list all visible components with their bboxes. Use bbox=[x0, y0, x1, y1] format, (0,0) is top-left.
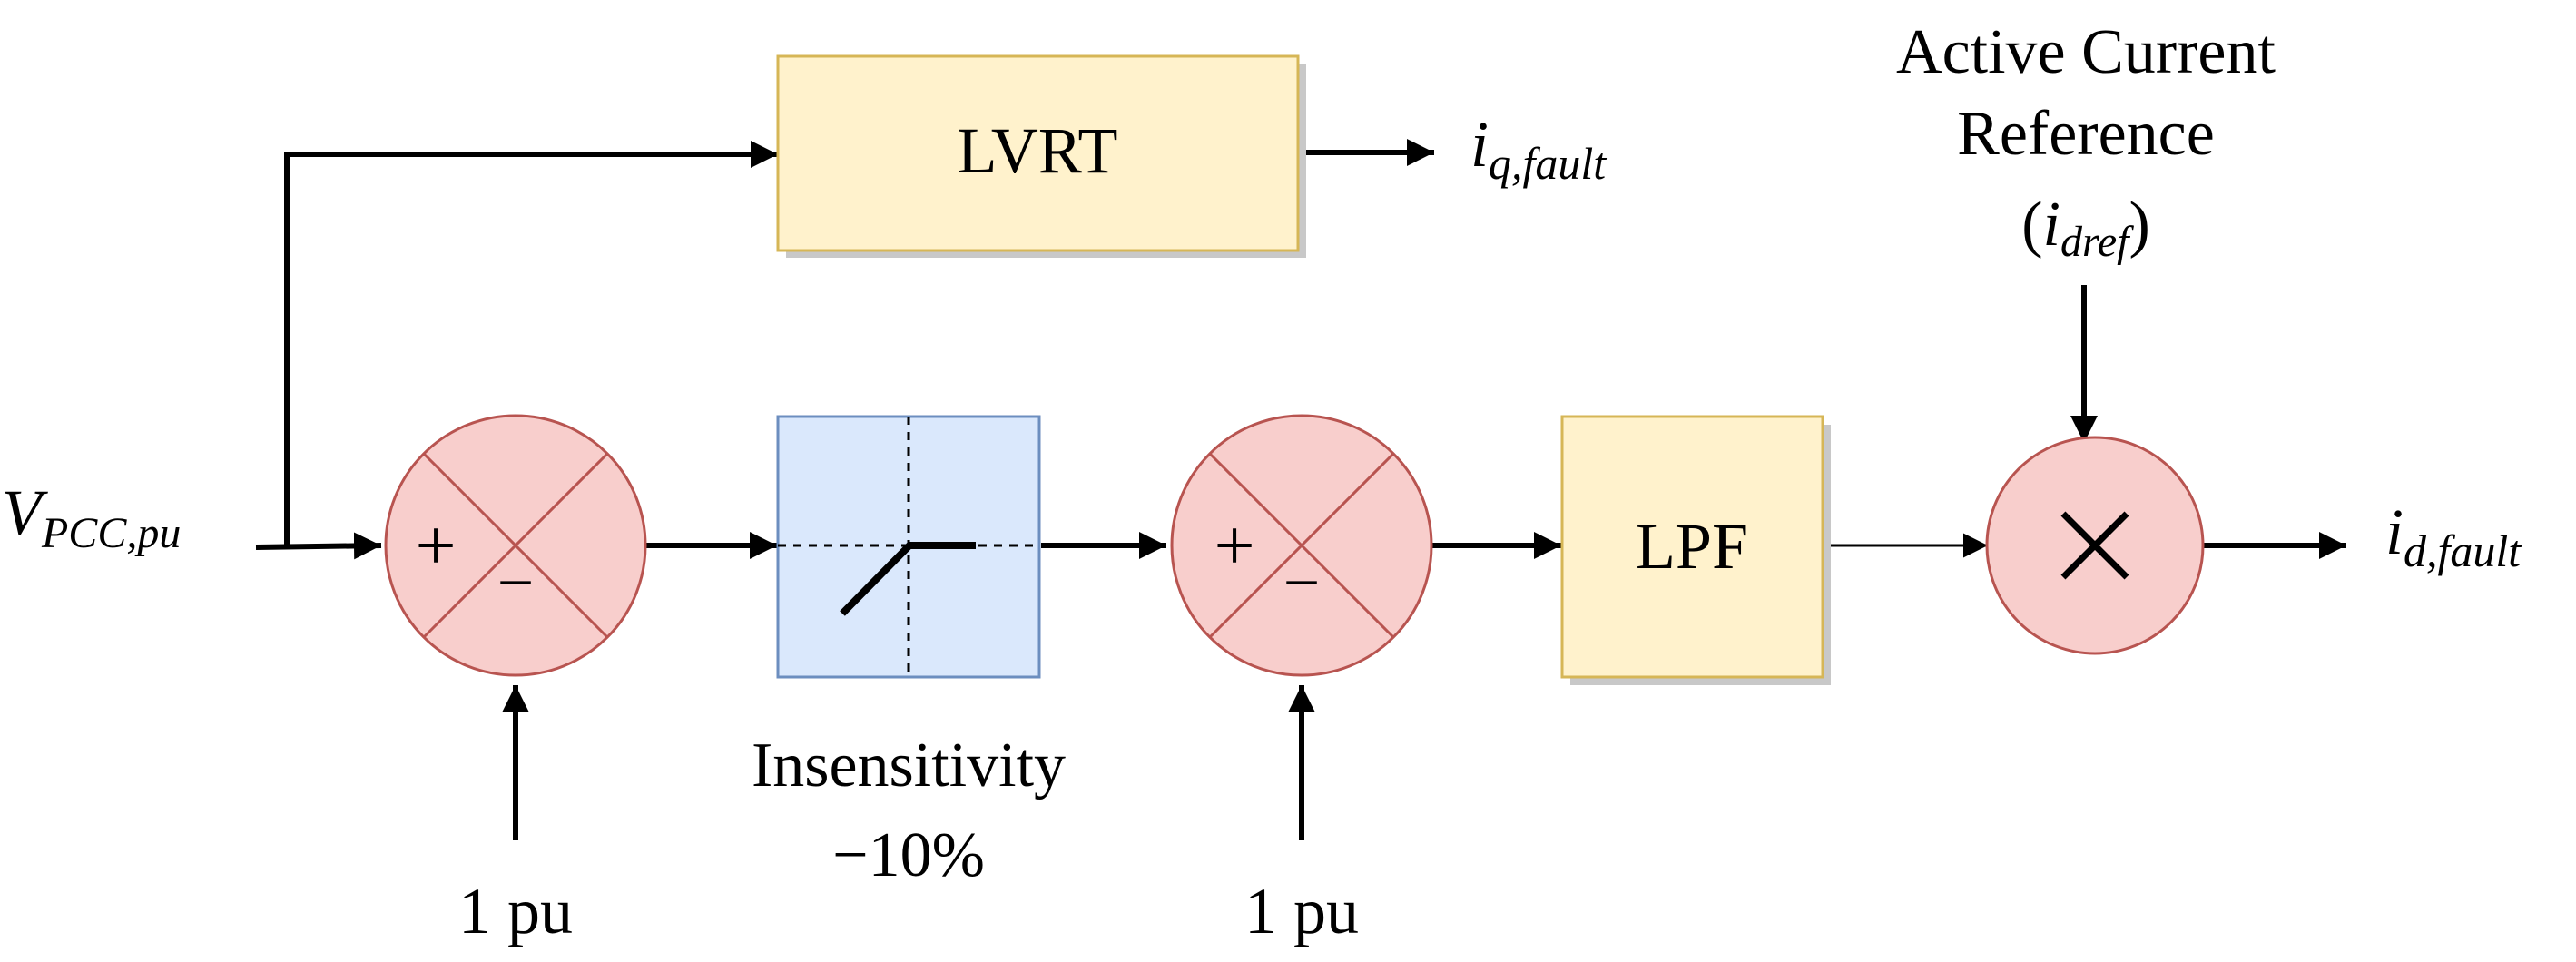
insensitivity-label-line1: Insensitivity bbox=[752, 731, 1066, 800]
active-ref-subscript: dref bbox=[2060, 218, 2134, 266]
branch-to-lvrt-wire bbox=[284, 141, 778, 547]
sum2-border bbox=[1170, 414, 1433, 677]
iq-fault-base: i bbox=[1470, 108, 1489, 181]
lpf-block-body bbox=[1562, 417, 1823, 677]
active-ref-label-line2: Reference bbox=[1957, 99, 2215, 169]
multiplier-border bbox=[1985, 436, 2205, 655]
lpf-block: LPF bbox=[1560, 415, 1831, 685]
deadband-curve bbox=[840, 542, 976, 616]
sum2-minus-sign: − bbox=[1283, 546, 1321, 619]
insensitivity-block bbox=[776, 415, 1041, 679]
lvrt-block-body bbox=[778, 56, 1298, 250]
lvrt-label: LVRT bbox=[957, 114, 1117, 187]
sum1-border bbox=[384, 414, 647, 677]
lpf-label: LPF bbox=[1636, 510, 1748, 583]
lpf-block-border bbox=[1560, 415, 1824, 679]
sum1-plus-sign: + bbox=[415, 506, 456, 586]
sum2-diagonal-b bbox=[1208, 452, 1395, 639]
sum1-minus-sign: − bbox=[497, 546, 535, 619]
multiply-icon bbox=[2060, 511, 2129, 580]
one-pu-label-2: 1 pu bbox=[1244, 875, 1359, 947]
one-pu-label-1: 1 pu bbox=[458, 875, 573, 947]
lvrt-block: LVRT bbox=[776, 54, 1306, 258]
sum2-plus-sign: + bbox=[1214, 506, 1254, 586]
input-signal-base: V bbox=[2, 476, 48, 549]
input-signal-label: VPCC,pu bbox=[2, 476, 181, 557]
lvrt-block-border bbox=[776, 54, 1300, 252]
iq-fault-subscript: q,fault bbox=[1489, 138, 1607, 189]
input-wire bbox=[255, 532, 382, 560]
summing-junction-1: + − bbox=[384, 414, 647, 677]
active-ref-open-paren: ( bbox=[2021, 190, 2042, 260]
active-ref-base: i bbox=[2043, 190, 2060, 260]
input-signal-subscript: PCC,pu bbox=[41, 509, 181, 557]
sum1-diagonal-b bbox=[422, 452, 609, 639]
active-ref-symbol: (idref) bbox=[2021, 190, 2150, 266]
multiplier-junction bbox=[1985, 436, 2205, 655]
insensitivity-label-line2: −10% bbox=[832, 820, 985, 890]
id-fault-base: i bbox=[2385, 496, 2404, 568]
active-ref-close-paren: ) bbox=[2129, 190, 2150, 260]
iq-fault-label: iq,fault bbox=[1470, 108, 1607, 189]
summing-junction-2: + − bbox=[1170, 414, 1433, 677]
active-ref-label-line1: Active Current bbox=[1896, 17, 2276, 87]
id-fault-label: id,fault bbox=[2385, 496, 2522, 576]
id-fault-subscript: d,fault bbox=[2404, 525, 2522, 576]
